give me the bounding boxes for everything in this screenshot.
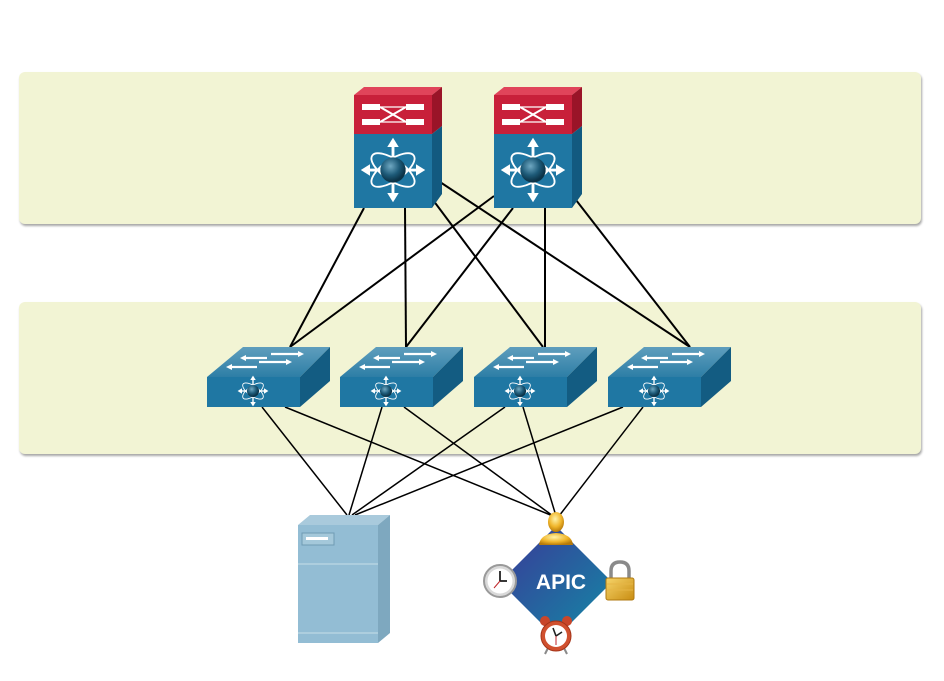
leaf-switch-1[interactable] — [207, 347, 330, 408]
link-leaf1-server — [261, 406, 348, 516]
spine-red-side — [572, 87, 582, 134]
spine-switch-2[interactable] — [494, 87, 582, 208]
spine-layer-panel — [19, 72, 921, 224]
clock-icon — [483, 564, 517, 598]
link-spine1-leaf2 — [404, 207, 407, 348]
link-leaf3-server — [351, 406, 506, 516]
traffic-arrows-icon — [226, 351, 304, 370]
crossbar-icon — [502, 104, 564, 125]
apic-label: APIC — [536, 571, 586, 594]
server-drive-slot — [306, 537, 328, 540]
links — [261, 181, 691, 517]
leaf-switch-2[interactable] — [340, 347, 463, 408]
link-spine2-leaf2 — [405, 207, 514, 348]
link-leaf2-apic — [403, 406, 554, 517]
link-spine1-leaf1 — [289, 207, 365, 348]
apic-diamond — [500, 526, 612, 638]
link-leaf4-server — [354, 406, 624, 516]
spine-blue-side — [432, 126, 442, 208]
link-spine1-leaf4 — [439, 181, 691, 348]
link-spine2-leaf4 — [575, 199, 691, 348]
person-icon — [539, 512, 573, 545]
leaf-switch-4[interactable] — [608, 347, 731, 408]
link-spine1-leaf3 — [429, 195, 544, 348]
leaf-side-face — [300, 347, 330, 407]
spine-red-side — [432, 87, 442, 134]
link-leaf1-apic — [284, 406, 554, 517]
lock-icon — [605, 560, 635, 601]
crossbar-icon — [362, 104, 424, 125]
traffic-arrows-icon — [493, 351, 571, 370]
link-leaf2-server — [348, 406, 383, 516]
leaf-switch-3[interactable] — [474, 347, 597, 408]
leaf-side-face — [433, 347, 463, 407]
leaf-layer-panel — [19, 302, 921, 454]
alarm-clock-icon — [540, 616, 572, 655]
spine-top-face — [494, 87, 582, 95]
leaf-side-face — [567, 347, 597, 407]
server-top-face — [298, 515, 390, 525]
link-leaf4-apic — [558, 406, 644, 517]
spine-switch-1[interactable] — [354, 87, 442, 208]
server-side-face — [378, 515, 390, 643]
link-spine2-leaf1 — [289, 195, 495, 348]
traffic-arrows-icon — [359, 351, 437, 370]
link-leaf3-apic — [522, 406, 557, 517]
spine-top-face — [354, 87, 442, 95]
leaf-side-face — [701, 347, 731, 407]
spine-blue-side — [572, 126, 582, 208]
server[interactable] — [298, 515, 390, 643]
traffic-arrows-icon — [627, 351, 705, 370]
apic-controller[interactable]: APIC — [483, 512, 635, 655]
